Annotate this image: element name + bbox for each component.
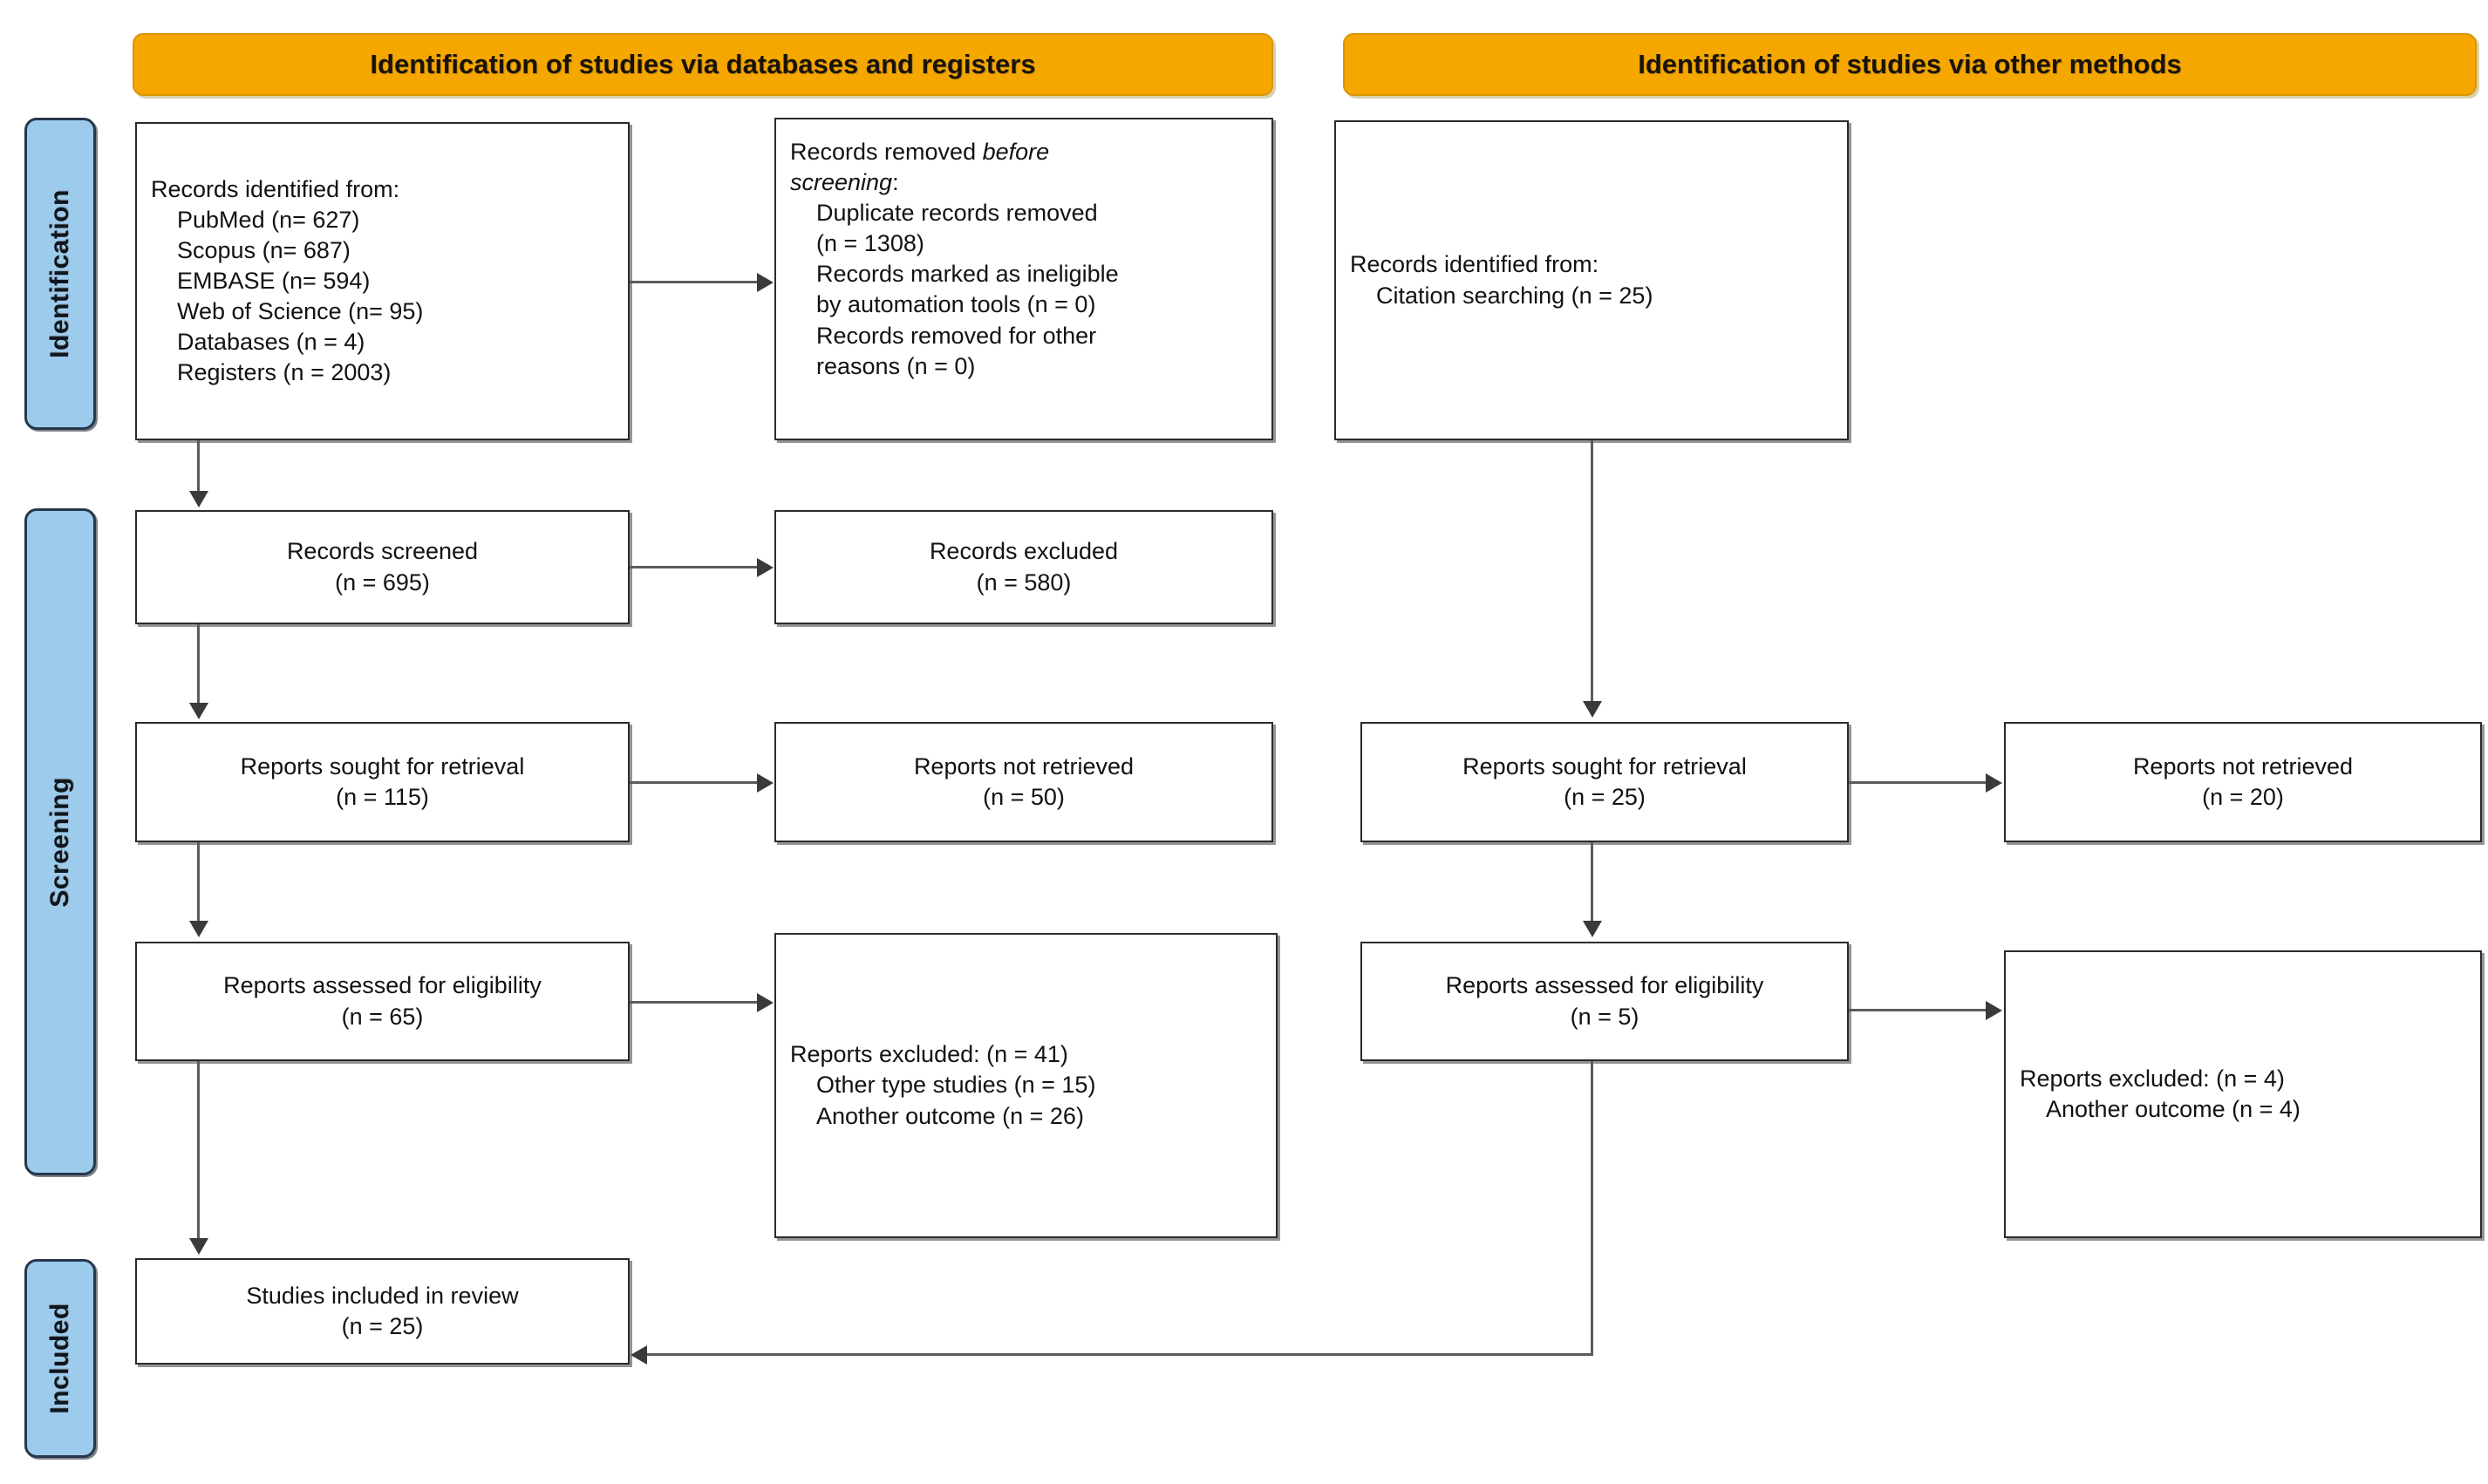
- arrow-identified-other-to-sought: [1583, 701, 1602, 718]
- connector-identified-to-removed: [630, 281, 759, 283]
- connector-other-to-included-horizontal: [647, 1353, 1593, 1356]
- box-records-excluded-text: Records excluded (n = 580): [929, 538, 1119, 596]
- box-records-removed-heading: Records removed before screening:: [790, 137, 1258, 198]
- connector-sought-to-not-retrieved-other: [1849, 781, 1987, 784]
- box-reports-excluded-other-text: Reports excluded: (n = 4) Another outcom…: [2020, 1065, 2301, 1122]
- box-records-screened: Records screened (n = 695): [135, 510, 630, 624]
- stage-tab-screening: Screening: [24, 508, 96, 1175]
- box-records-identified-other-text: Records identified from: Citation search…: [1350, 251, 1653, 309]
- stage-tab-identification-label: Identification: [45, 189, 74, 358]
- arrow-identified-to-screened: [189, 491, 208, 507]
- box-reports-sought-other: Reports sought for retrieval (n = 25): [1360, 722, 1849, 842]
- records-removed-prefix: Records removed: [790, 139, 983, 165]
- arrow-screened-to-excluded: [757, 558, 774, 577]
- stage-tab-included-label: Included: [45, 1303, 74, 1414]
- records-removed-italic-before: before: [982, 139, 1050, 165]
- box-reports-sought-other-text: Reports sought for retrieval (n = 25): [1462, 752, 1747, 810]
- box-reports-sought-databases: Reports sought for retrieval (n = 115): [135, 722, 630, 842]
- box-reports-not-retrieved-other: Reports not retrieved (n = 20): [2004, 722, 2482, 842]
- stage-tab-identification: Identification: [24, 118, 96, 430]
- box-reports-not-retrieved-other-text: Reports not retrieved (n = 20): [2132, 752, 2354, 810]
- connector-screened-to-sought: [197, 624, 200, 705]
- connector-screened-to-excluded: [630, 566, 759, 568]
- box-records-identified-text: Records identified from: PubMed (n= 627)…: [151, 175, 424, 386]
- box-records-removed: Records removed before screening: Duplica…: [774, 118, 1273, 440]
- connector-identified-other-to-sought: [1591, 440, 1593, 702]
- box-records-removed-reasons: Duplicate records removed (n = 1308) Rec…: [816, 200, 1119, 379]
- box-reports-assessed-other: Reports assessed for eligibility (n = 5): [1360, 942, 1849, 1061]
- box-records-identified-other: Records identified from: Citation search…: [1334, 120, 1849, 440]
- column-header-databases-label: Identification of studies via databases …: [370, 49, 1036, 79]
- box-reports-not-retrieved-databases-text: Reports not retrieved (n = 50): [913, 752, 1135, 810]
- arrow-sought-to-assessed-db: [189, 921, 208, 937]
- arrow-sought-to-not-retrieved-other: [1986, 773, 2002, 793]
- connector-other-to-included-vertical: [1591, 1061, 1593, 1356]
- records-removed-colon: :: [892, 169, 899, 196]
- box-reports-excluded-databases-text: Reports excluded: (n = 41) Other type st…: [790, 1041, 1096, 1129]
- column-header-other-methods: Identification of studies via other meth…: [1343, 33, 2477, 96]
- arrow-other-to-included: [631, 1345, 647, 1365]
- connector-identified-to-screened: [197, 440, 200, 493]
- stage-tab-screening-label: Screening: [45, 776, 74, 908]
- arrow-assessed-to-excluded-db: [757, 993, 774, 1012]
- box-reports-assessed-databases-text: Reports assessed for eligibility (n = 65…: [223, 972, 542, 1030]
- box-records-identified: Records identified from: PubMed (n= 627)…: [135, 122, 630, 440]
- box-reports-not-retrieved-databases: Reports not retrieved (n = 50): [774, 722, 1273, 842]
- column-header-databases: Identification of studies via databases …: [133, 33, 1273, 96]
- connector-sought-to-not-retrieved-db: [630, 781, 759, 784]
- box-reports-excluded-other: Reports excluded: (n = 4) Another outcom…: [2004, 950, 2482, 1238]
- connector-assessed-to-excluded-other: [1849, 1009, 1987, 1011]
- stage-tab-included: Included: [24, 1259, 96, 1458]
- records-removed-italic-screening: screening: [790, 169, 893, 196]
- arrow-assessed-to-included: [189, 1238, 208, 1255]
- connector-assessed-to-included: [197, 1061, 200, 1240]
- box-records-screened-text: Records screened (n = 695): [286, 538, 479, 596]
- arrow-screened-to-sought: [189, 703, 208, 719]
- box-reports-assessed-other-text: Reports assessed for eligibility (n = 5): [1445, 972, 1764, 1030]
- box-records-excluded: Records excluded (n = 580): [774, 510, 1273, 624]
- box-reports-excluded-databases: Reports excluded: (n = 41) Other type st…: [774, 933, 1278, 1238]
- connector-sought-to-assessed-db: [197, 842, 200, 922]
- box-reports-sought-databases-text: Reports sought for retrieval (n = 115): [240, 752, 525, 810]
- connector-sought-to-assessed-other: [1591, 842, 1593, 922]
- connector-assessed-to-excluded-db: [630, 1001, 759, 1004]
- arrow-identified-to-removed: [757, 273, 774, 292]
- box-reports-assessed-databases: Reports assessed for eligibility (n = 65…: [135, 942, 630, 1061]
- arrow-sought-to-not-retrieved-db: [757, 773, 774, 793]
- arrow-sought-to-assessed-other: [1583, 921, 1602, 937]
- column-header-other-methods-label: Identification of studies via other meth…: [1638, 49, 2182, 79]
- box-studies-included-text: Studies included in review (n = 25): [246, 1282, 519, 1339]
- arrow-assessed-to-excluded-other: [1986, 1001, 2002, 1020]
- box-studies-included: Studies included in review (n = 25): [135, 1258, 630, 1365]
